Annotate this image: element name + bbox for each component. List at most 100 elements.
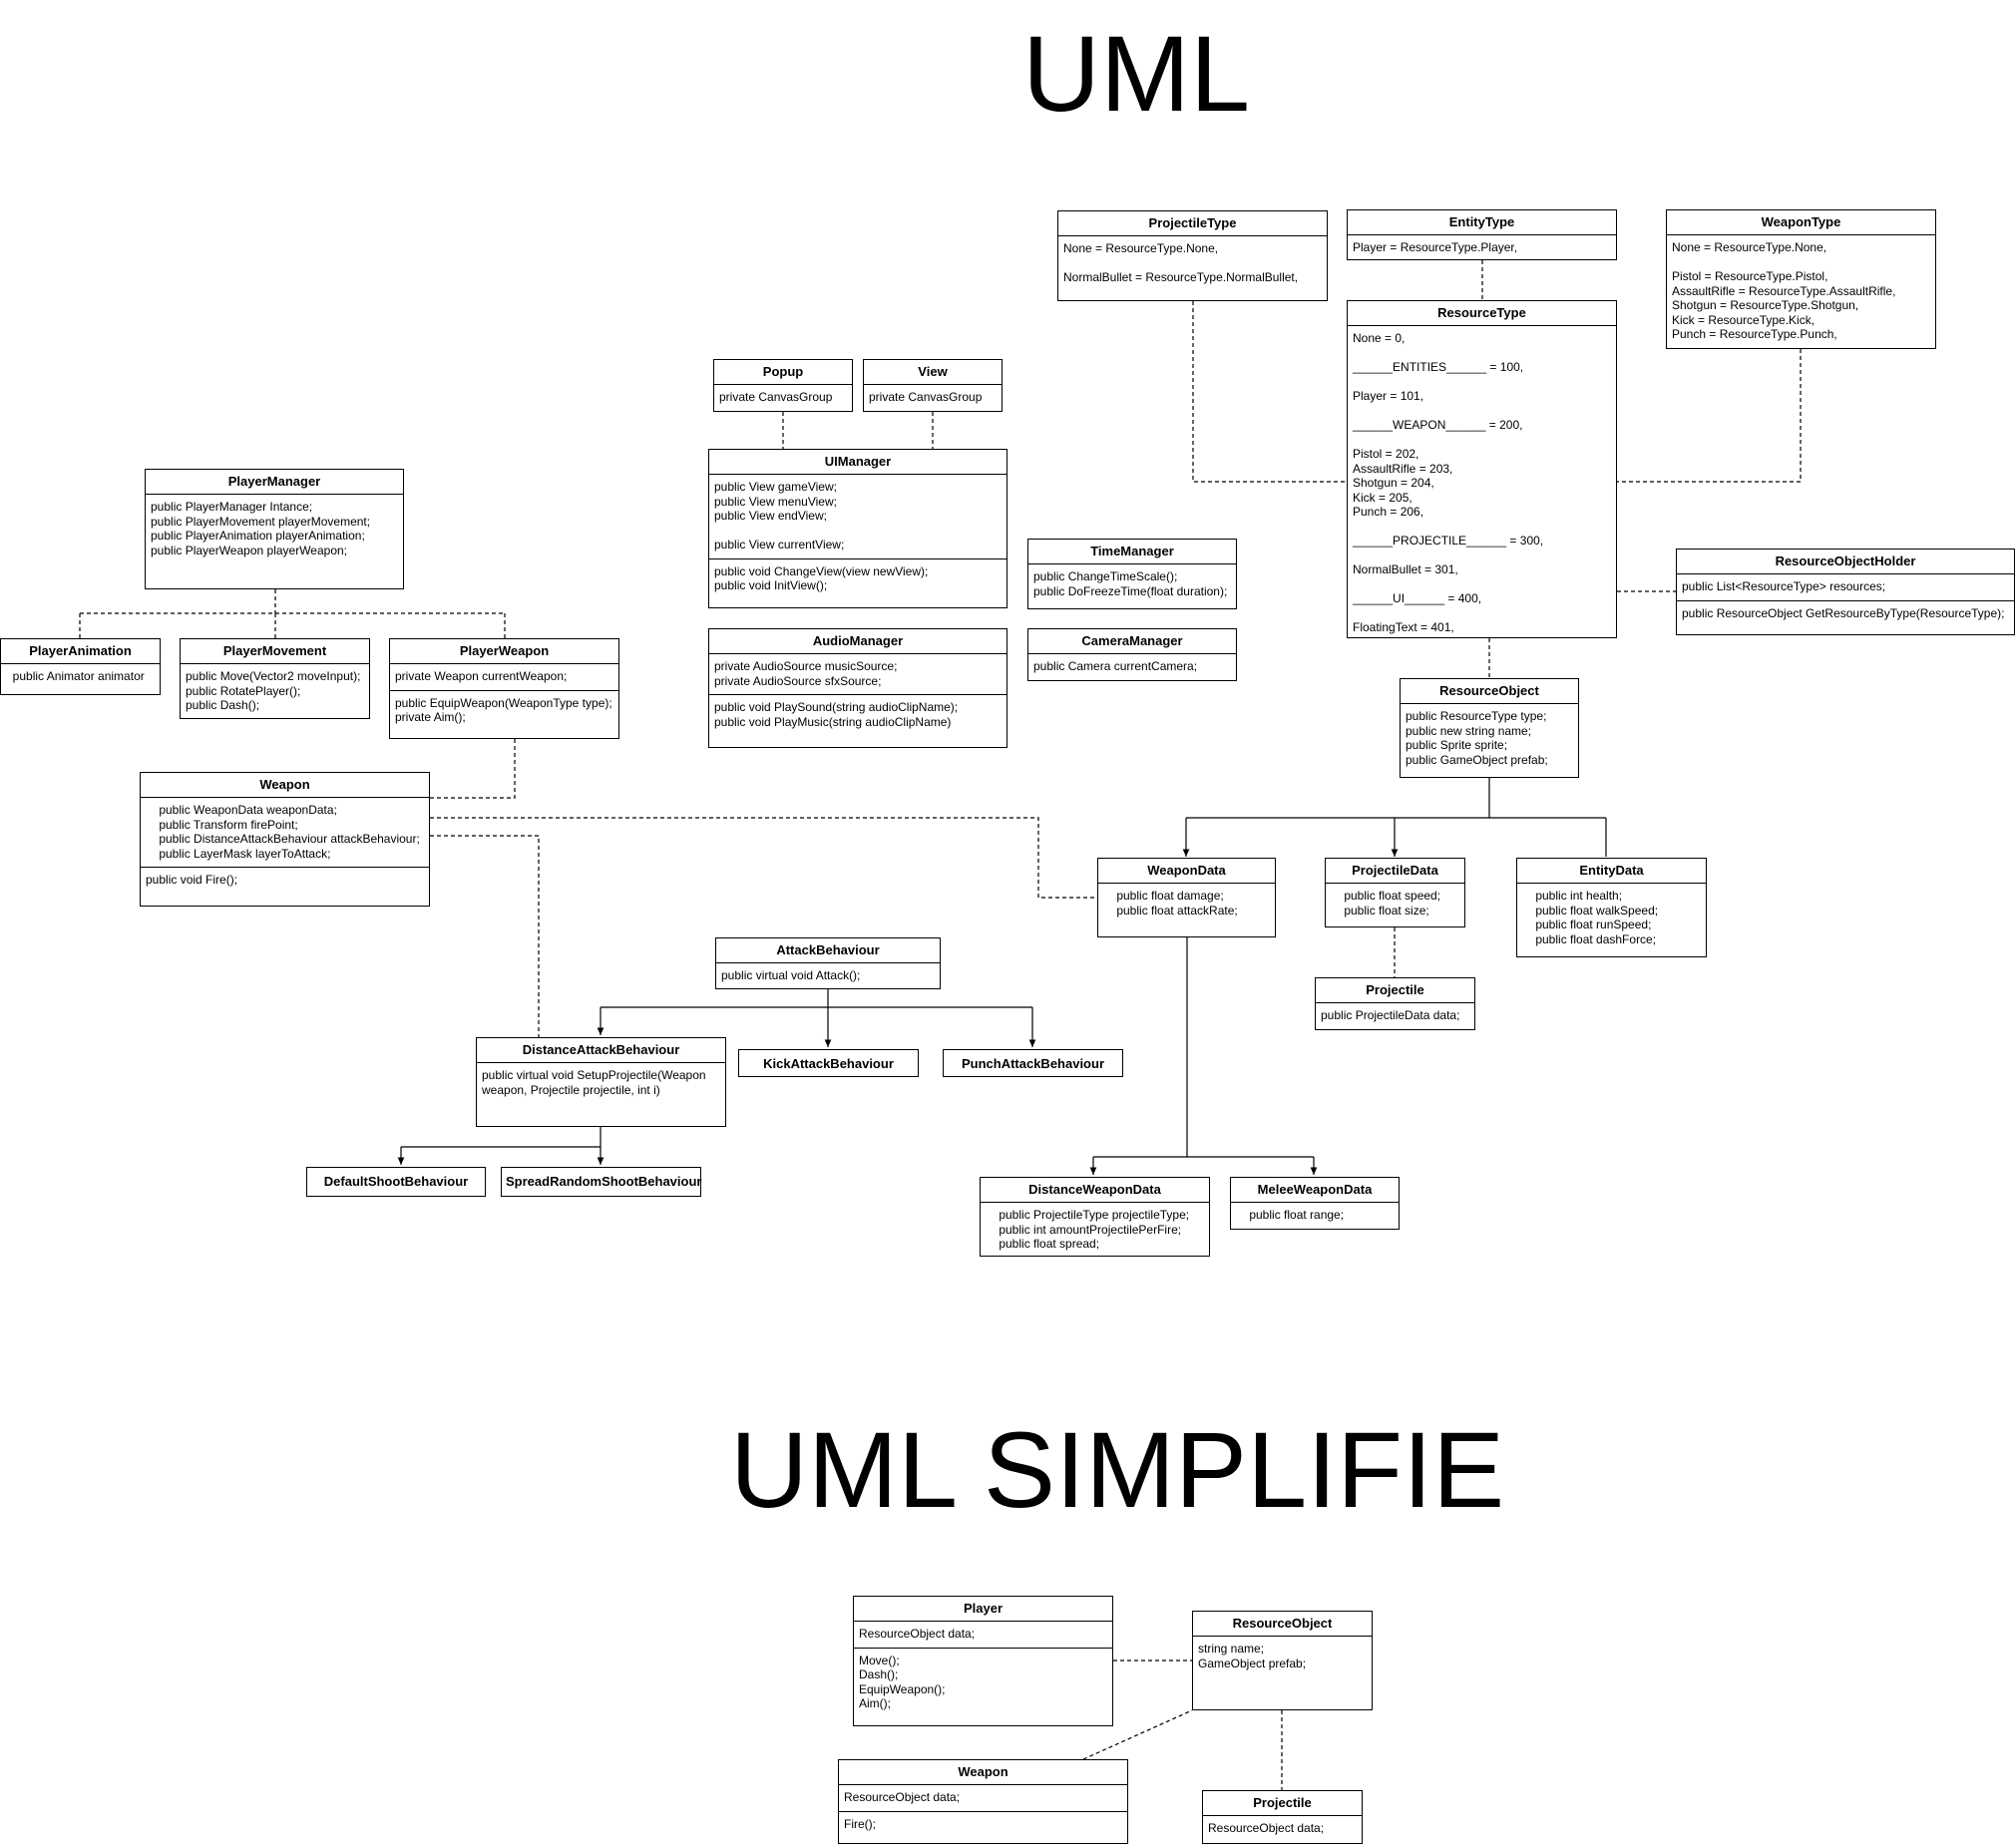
class-member: public ProjectileType projectileType; [986, 1208, 1190, 1222]
class-member: public PlayerMovement playerMovement; [151, 514, 371, 529]
class-name: ResourceType [1437, 305, 1526, 320]
class-methods: Fire(); [839, 1810, 1127, 1838]
class-attributes: private CanvasGroup [714, 384, 852, 411]
class-member: public int health; [1522, 889, 1623, 903]
class-member: private Weapon currentWeapon; [395, 669, 568, 683]
class-name: Player [963, 1601, 1004, 1616]
class-name: UIManager [824, 454, 892, 469]
class-member: public ResourceType type; [1406, 709, 1547, 723]
class-distanceweapondata[interactable]: DistanceWeaponData public ProjectileType… [980, 1177, 1210, 1257]
class-member: Pistol = ResourceType.Pistol, [1672, 269, 1828, 283]
class-member: public View endView; [714, 509, 827, 523]
class-entitydata[interactable]: EntityData public int health; public flo… [1516, 858, 1707, 957]
class-name: Weapon [958, 1764, 1008, 1779]
class-name: PlayerMovement [222, 643, 327, 658]
class-member: public View gameView; [714, 480, 837, 494]
class-playeranimation[interactable]: PlayerAnimation public Animator animator [0, 638, 161, 695]
class-attributes: public WeaponData weaponData; public Tra… [141, 797, 429, 867]
class-name: CameraManager [1081, 633, 1183, 648]
class-member: private AudioSource sfxSource; [714, 673, 882, 688]
class-member: public virtual void SetupProjectile(Weap… [482, 1068, 709, 1097]
class-name: AudioManager [812, 633, 904, 648]
class-weapondata[interactable]: WeaponData public float damage; public f… [1097, 858, 1276, 937]
class-member: ______WEAPON______ = 200, [1353, 418, 1523, 432]
class-member: public void PlaySound(string audioClipNa… [714, 700, 959, 714]
class-member [1353, 404, 1611, 419]
class-name: EntityType [1448, 214, 1515, 229]
class-member: public PlayerManager Intance; [151, 500, 313, 514]
class-attributes: None = ResourceType.None,NormalBullet = … [1058, 235, 1327, 291]
class-member: Kick = 205, [1353, 490, 1412, 505]
class-member [714, 524, 1002, 539]
class-member: public View menuView; [714, 494, 837, 509]
class-member [1353, 549, 1611, 563]
class-member: ResourceObject data; [844, 1790, 961, 1804]
class-member: EquipWeapon(); [859, 1681, 946, 1696]
class-meleeweapondata[interactable]: MeleeWeaponData public float range; [1230, 1177, 1400, 1230]
class-member: public RotatePlayer(); [186, 683, 301, 698]
class-name: DefaultShootBehaviour [323, 1174, 469, 1189]
class-member: public Camera currentCamera; [1033, 659, 1198, 673]
class-member: public DoFreezeTime(float duration); [1033, 583, 1228, 598]
class-member: public DistanceAttackBehaviour attackBeh… [146, 832, 420, 846]
class-member: public Transform firePoint; [146, 817, 298, 832]
class-member [1353, 577, 1611, 592]
class-name: ResourceObjectHolder [1775, 554, 1916, 568]
class-member: GameObject prefab; [1198, 1656, 1307, 1670]
class-punchattackbehaviour[interactable]: PunchAttackBehaviour [943, 1049, 1123, 1077]
class-member: public EquipWeapon(WeaponType type); [395, 695, 612, 710]
class-name: ResourceObject [1232, 1616, 1333, 1631]
class-defaultshootbehaviour[interactable]: DefaultShootBehaviour [306, 1167, 486, 1197]
class-attributes: private AudioSource musicSource;private … [709, 653, 1007, 694]
link-playerweapon-weapon [430, 739, 516, 799]
class-view[interactable]: View private CanvasGroup [863, 359, 1003, 412]
class-member: public float speed; [1331, 889, 1441, 903]
class-member: AssaultRifle = 203, [1353, 461, 1453, 476]
class-weapon[interactable]: Weapon public WeaponData weaponData; pub… [140, 772, 430, 907]
class-member: public virtual void Attack(); [721, 968, 861, 982]
class-attributes: public float range; [1231, 1202, 1399, 1229]
class-name: PunchAttackBehaviour [961, 1056, 1105, 1071]
class-name: SpreadRandomShootBehaviour [506, 1174, 702, 1189]
class-audiomanager[interactable]: AudioManager private AudioSource musicSou… [708, 628, 1008, 748]
class-attributes: public Camera currentCamera; [1028, 653, 1236, 680]
class-methods: public void Fire(); [141, 867, 429, 894]
class-cameramanager[interactable]: CameraManager public Camera currentCamera… [1027, 628, 1237, 681]
class-member: private CanvasGroup [869, 390, 983, 404]
class-member: Dash(); [859, 1667, 899, 1681]
class-member: public float walkSpeed; [1522, 903, 1659, 918]
class-attributes: ResourceObject data; [839, 1784, 1127, 1811]
class-member: private AudioSource musicSource; [714, 659, 898, 673]
class-member: public ResourceObject GetResourceByType(… [1682, 605, 2005, 620]
class-spreadrandomshootbehaviour[interactable]: SpreadRandomShootBehaviour [501, 1167, 701, 1197]
class-member [1672, 255, 1930, 270]
class-name: View [918, 364, 948, 379]
class-name: KickAttackBehaviour [763, 1056, 894, 1071]
class-member: ______UI______ = 400, [1353, 591, 1482, 605]
link-weapontype-resourcetype [1617, 349, 1802, 483]
class-projectiledata[interactable]: ProjectileData public float speed; publi… [1325, 858, 1465, 927]
class-name: ProjectileType [1148, 215, 1237, 230]
class-member: public float damage; [1103, 889, 1224, 903]
class-name: PlayerAnimation [29, 643, 132, 658]
class-kickattackbehaviour[interactable]: KickAttackBehaviour [738, 1049, 919, 1077]
